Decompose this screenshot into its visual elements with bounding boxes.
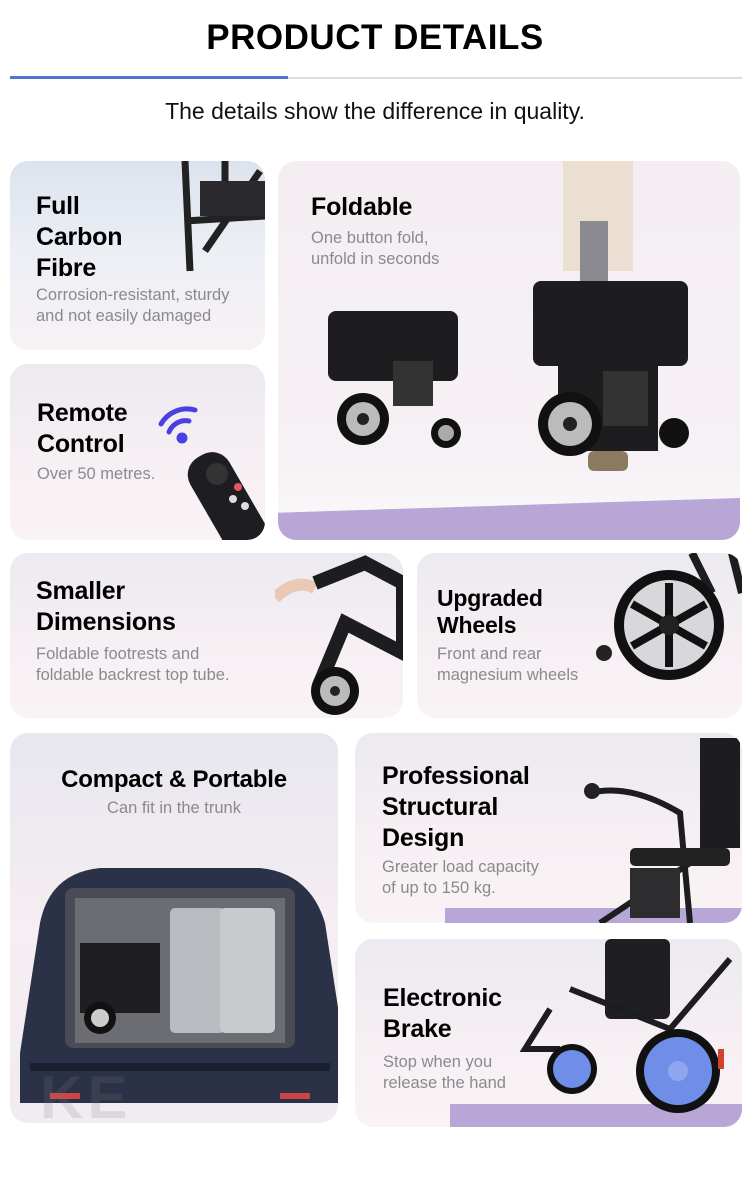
car-trunk-photo [20, 868, 338, 1103]
card-description: One button fold,unfold in seconds [311, 229, 440, 268]
card-title: Foldable [311, 193, 413, 221]
floor [278, 498, 740, 540]
divider-accent [10, 76, 288, 79]
blue-wheels-photo [520, 939, 733, 1113]
remote-control-photo [158, 406, 265, 540]
card-description: Over 50 metres. [37, 465, 156, 483]
wheel-photo [596, 553, 742, 680]
divider [288, 77, 742, 79]
wifi-signal-icon [158, 406, 198, 444]
wheelchair-side-photo [584, 738, 740, 923]
footrest-photo [275, 555, 403, 715]
page-title: PRODUCT DETAILS [206, 18, 544, 57]
folded-wheelchair-photo [328, 161, 689, 471]
wheelchair-frame-photo [181, 161, 265, 272]
page-subtitle: The details show the difference in quali… [165, 98, 585, 124]
watermark-logo: KE CHUAN [40, 1064, 132, 1123]
feature-card-foldable: Foldable One button fold,unfold in secon… [278, 161, 740, 540]
feature-card-compact-portable: KE CHUAN Compact & Portable Can fit in t… [10, 733, 338, 1123]
card-title: Compact & Portable [61, 766, 287, 793]
card-description: Can fit in the trunk [107, 799, 241, 817]
